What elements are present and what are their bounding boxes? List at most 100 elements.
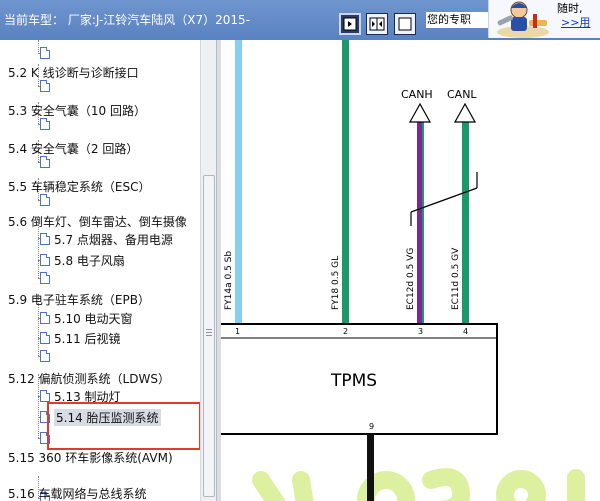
tree-doc-item[interactable]: [40, 269, 54, 287]
tpms-module-box: [221, 323, 498, 435]
tree-item-5-8[interactable]: 5.8 电子风扇: [40, 251, 125, 269]
single-view-button[interactable]: [339, 13, 361, 35]
wire-label-1: FY14a 0.5 Sb: [224, 251, 234, 310]
tree-connector: [38, 216, 39, 278]
wire-label-4: EC11d 0.5 GV: [451, 247, 461, 310]
tree-connector: [38, 476, 39, 498]
tree-doc-item[interactable]: [40, 489, 54, 501]
split-view-button[interactable]: [366, 13, 388, 35]
scroll-grip: [206, 332, 212, 333]
blank-view-button[interactable]: [394, 13, 416, 35]
document-icon: [40, 233, 50, 245]
mechanic-figure-icon: [497, 1, 549, 38]
tree-item-5-10[interactable]: 5.10 电动天窗: [40, 309, 133, 327]
wire-fy14a: [235, 40, 242, 324]
panel-splitter[interactable]: [216, 40, 221, 501]
document-icon: [40, 156, 50, 168]
tree-connector: [38, 140, 39, 162]
tree-item-label: 5.6 倒车灯、倒车雷达、倒车摄像: [8, 214, 187, 229]
tree-section-5-3[interactable]: 5.3 安全气囊（10 回路）: [8, 101, 146, 119]
wire-ec12d-stripe: [422, 118, 424, 324]
tree-section-5-4[interactable]: 5.4 安全气囊（2 回路）: [8, 139, 138, 157]
tree-section-5-6[interactable]: 5.6 倒车灯、倒车雷达、倒车摄像: [8, 212, 187, 230]
tree-item-label: 5.5 车辆稳定系统（ESC）: [8, 179, 151, 194]
tree-item-5-11[interactable]: 5.11 后视镜: [40, 329, 121, 347]
document-icon: [40, 492, 50, 501]
tree-item-label: 5.12 偏航侦测系统（LDWS）: [8, 371, 170, 386]
twisted-pair-marker: [410, 187, 478, 213]
current-vehicle-label: 当前车型： 厂家:J-江铃汽车陆风（X7）2015-: [4, 13, 251, 27]
canl-label: CANL: [447, 88, 477, 101]
tree-item-5-7[interactable]: 5.7 点烟器、备用电源: [40, 230, 173, 248]
pin-2: 2: [343, 327, 348, 336]
document-icon: [40, 332, 50, 344]
tree-doc-item[interactable]: [40, 77, 54, 95]
tree-doc-item[interactable]: [40, 191, 54, 209]
tree-connector: [38, 294, 39, 356]
tree-connector: [38, 374, 39, 438]
tree-item-label: 5.8 电子风扇: [54, 253, 125, 268]
scrollbar-thumb[interactable]: [203, 175, 215, 497]
tree-item-label: 5.11 后视镜: [54, 331, 121, 346]
pin-1: 1: [235, 327, 240, 336]
tree-item-label: 5.15 360 环车影像系统(AVM): [8, 450, 173, 465]
tree-item-label: 5.7 点烟器、备用电源: [54, 232, 173, 247]
tree-doc-item[interactable]: [40, 44, 54, 62]
document-icon: [40, 47, 50, 59]
top-toolbar: 当前车型： 厂家:J-江铃汽车陆风（X7）2015- 您的专职: [0, 0, 600, 40]
scroll-grip: [206, 329, 212, 330]
document-icon: [40, 390, 50, 402]
document-icon: [40, 350, 50, 362]
tree-connector: [38, 102, 39, 124]
canl-connector-arrow: [453, 102, 477, 123]
tree-doc-item[interactable]: [40, 347, 54, 365]
tree-section-5-9[interactable]: 5.9 电子驻车系统（EPB）: [8, 290, 150, 308]
wire-ec12d: [417, 118, 424, 324]
ad-link[interactable]: >>用: [561, 16, 591, 29]
ad-text: 您的专职: [426, 12, 488, 28]
tree-item-5-13[interactable]: 5.13 制动灯: [40, 387, 121, 405]
tree-item-label: 5.13 制动灯: [54, 389, 121, 404]
tree-section-5-2[interactable]: 5.2 K 线诊断与诊断接口: [8, 63, 139, 81]
tree-section-5-5[interactable]: 5.5 车辆稳定系统（ESC）: [8, 177, 150, 195]
tree-item-label: 5.4 安全气囊（2 回路）: [8, 141, 139, 156]
tree-connector: [38, 40, 39, 54]
tree-item-label: 5.2 K 线诊断与诊断接口: [8, 65, 139, 80]
wiring-diagram-canvas: CANH CANL FY14a 0.5 Sb FY18 0.5 GL EC12d…: [221, 40, 585, 501]
tree-item-label: 5.9 电子驻车系统（EPB）: [8, 292, 150, 307]
tree-connector: [38, 178, 39, 200]
wiring-diagram: CANH CANL FY14a 0.5 Sb FY18 0.5 GL EC12d…: [221, 40, 600, 501]
wire-label-2: FY18 0.5 GL: [331, 256, 341, 310]
tree-item-label: 5.3 安全气囊（10 回路）: [8, 103, 146, 118]
canh-label: CANH: [401, 88, 433, 101]
tree-doc-item[interactable]: [40, 153, 54, 171]
tree-section-5-12[interactable]: 5.12 偏航侦测系统（LDWS）: [8, 369, 170, 387]
tree-section-5-16[interactable]: 5.16 车载网络与总线系统: [8, 484, 147, 501]
pin-3: 3: [418, 327, 423, 336]
single-view-icon: [343, 17, 357, 31]
ad-line-1: 随时,: [557, 2, 583, 15]
tree-item-label-selected: 5.14 胎压监测系统: [54, 408, 161, 426]
canh-connector-arrow: [408, 102, 432, 123]
pin-4: 4: [463, 327, 468, 336]
document-icon: [40, 254, 50, 266]
wire-label-3: EC12d 0.5 VG: [406, 248, 416, 310]
watermark: [252, 468, 585, 501]
document-icon: [40, 312, 50, 324]
tree-scrollbar[interactable]: [200, 40, 216, 501]
split-view-icon: [369, 17, 385, 31]
highlight-annotation-box: [47, 402, 201, 450]
tree-item-label: 5.16 车载网络与总线系统: [8, 486, 147, 501]
module-name: TPMS: [330, 371, 377, 391]
document-tree: 5.2 K 线诊断与诊断接口 5.3 安全气囊（10 回路） 5.4 安全气囊（…: [0, 40, 216, 501]
ground-wire: [367, 434, 374, 501]
document-icon: [40, 80, 50, 92]
tree-connector: [38, 64, 39, 86]
tree-section-5-15[interactable]: 5.15 360 环车影像系统(AVM): [8, 448, 173, 466]
tree-item-label: 5.10 电动天窗: [54, 311, 133, 326]
document-icon: [40, 118, 50, 130]
tree-doc-item[interactable]: [40, 115, 54, 133]
pin-9: 9: [369, 422, 374, 431]
ad-banner[interactable]: 随时, >>用: [488, 0, 600, 38]
document-icon: [40, 194, 50, 206]
